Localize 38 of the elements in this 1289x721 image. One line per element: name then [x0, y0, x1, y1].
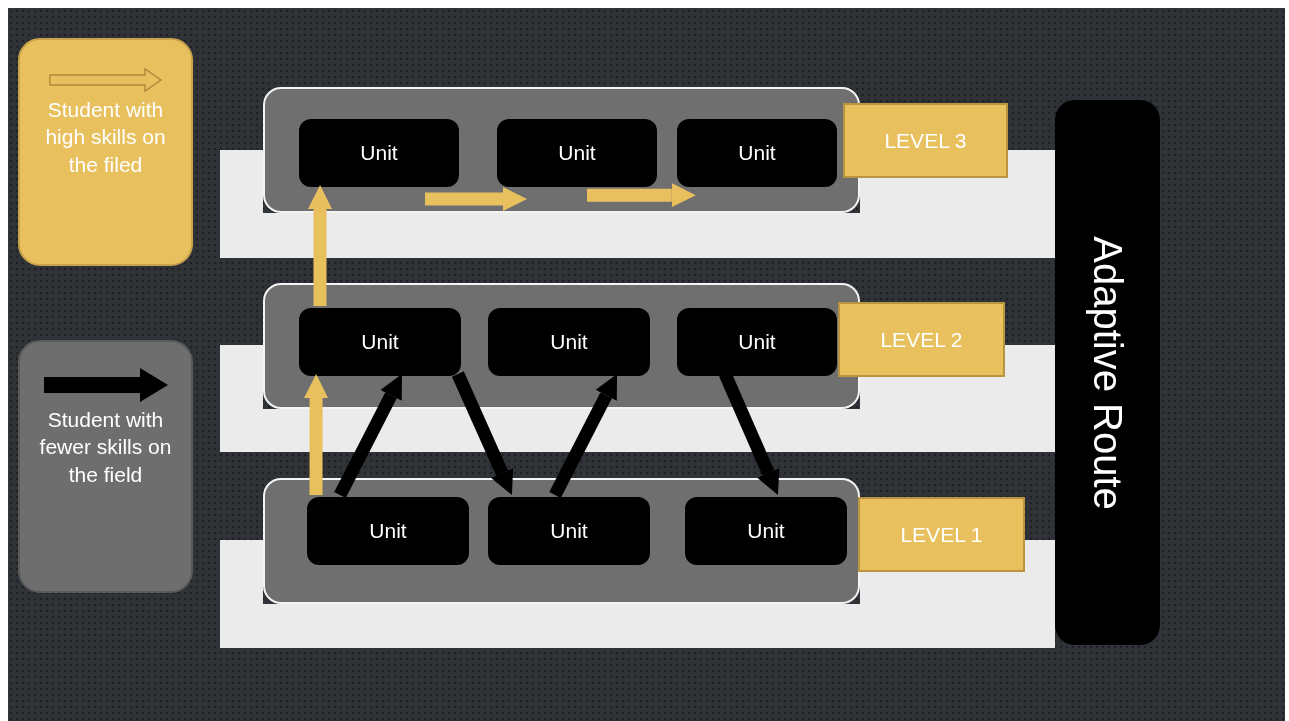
label-text: Unit: [360, 140, 398, 167]
arrow: [308, 185, 333, 306]
unit-box: [299, 308, 461, 376]
arrow: [304, 374, 329, 495]
unit-box: [307, 497, 469, 565]
label-text: LEVEL 2: [880, 326, 963, 353]
unit-box: [677, 119, 837, 187]
level-label-box: [858, 497, 1025, 572]
unit-box: [685, 497, 847, 565]
level-label-box: [838, 302, 1005, 377]
level-label-box: [843, 103, 1008, 178]
unit-box: [497, 119, 657, 187]
arrow: [587, 183, 696, 208]
label-text: Unit: [738, 140, 776, 167]
arrow: [425, 187, 527, 211]
legend-card: [18, 340, 193, 593]
label-text: Unit: [738, 329, 776, 356]
unit-box: [677, 308, 837, 376]
label-text: Student with fewer skills on the field: [38, 407, 173, 488]
arrow: [334, 374, 402, 498]
label-text: Unit: [550, 518, 588, 545]
unit-box: [488, 308, 650, 376]
unit-box: [488, 497, 650, 565]
label-text: Unit: [369, 518, 407, 545]
level-panel: [263, 283, 860, 409]
label-text: Unit: [558, 140, 596, 167]
label-text: Student with high skills on the filed: [44, 97, 167, 178]
label-text: Unit: [550, 329, 588, 356]
legend-card: [18, 38, 193, 266]
level-panel: [263, 478, 860, 604]
label-text: LEVEL 1: [900, 521, 983, 548]
route-label: Adaptive Route: [1084, 235, 1131, 510]
label-text: Unit: [747, 518, 785, 545]
label-text: LEVEL 3: [884, 127, 967, 154]
label-text: Unit: [361, 329, 399, 356]
route-bar: [1055, 100, 1160, 645]
unit-box: [299, 119, 459, 187]
level-panel: [263, 87, 860, 213]
